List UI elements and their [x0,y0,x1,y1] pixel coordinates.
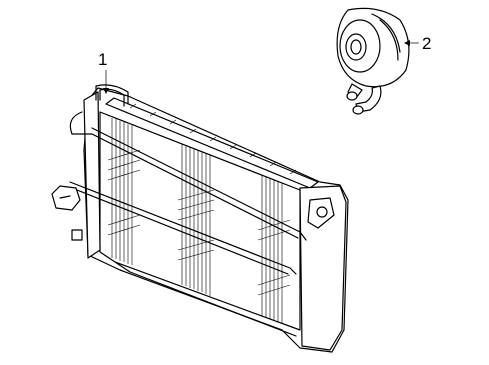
top-fin-strip [105,97,319,189]
oil-cooler [336,7,410,115]
callout-number-2: 2 [422,34,432,53]
cooler-tube-lower [69,181,297,275]
cooler-tube-lower-2 [71,187,289,275]
leader-arrow-2 [404,40,410,46]
callout-number-1: 1 [98,50,108,69]
leader-arrow-1 [103,88,109,94]
cooler-assembly [51,84,349,353]
top-fin-lines [129,103,297,175]
oil-cooler-face [339,19,381,73]
left-tank [83,91,101,259]
cooler-tube-upper [91,127,307,241]
core-hatching [107,118,291,324]
right-bracket [299,185,347,351]
oil-cooler-pipe-2 [355,85,382,113]
inlet-loop [95,84,129,105]
cooler-tube-upper-2 [91,133,299,239]
left-fitting [51,185,81,211]
